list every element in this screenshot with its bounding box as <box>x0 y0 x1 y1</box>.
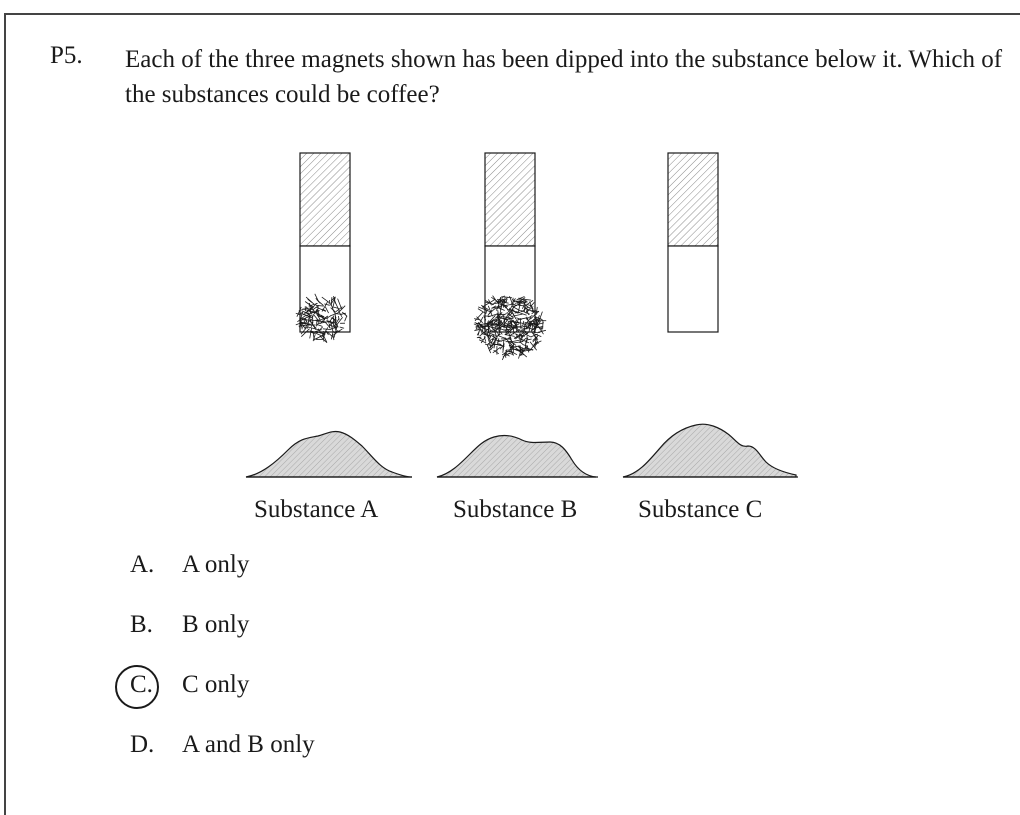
choice-text: C only <box>182 671 249 698</box>
magnet-a <box>300 153 350 332</box>
substance-label-c: Substance C <box>638 496 762 524</box>
choice-letter: A. <box>130 551 182 579</box>
choice-letter: C. <box>130 671 182 699</box>
iron-filing <box>513 342 523 344</box>
substance-label-b: Substance B <box>453 496 577 524</box>
iron-filing <box>479 317 483 324</box>
iron-filing <box>339 316 340 320</box>
magnet-c <box>668 153 718 332</box>
magnets-figure <box>0 0 1020 776</box>
substance-pile-c <box>623 424 796 477</box>
choice-text: A and B only <box>182 731 315 758</box>
choice-b[interactable]: B.B only <box>130 611 249 639</box>
iron-filing <box>506 327 516 328</box>
substance-pile-b <box>437 436 596 477</box>
magnet-b <box>485 153 535 332</box>
iron-filing <box>477 337 481 338</box>
choice-letter: D. <box>130 731 182 759</box>
iron-filing <box>528 339 532 340</box>
substance-label-a: Substance A <box>254 496 378 524</box>
substance-pile-a <box>246 431 412 477</box>
choice-text: B only <box>182 611 249 638</box>
iron-filing <box>499 336 506 339</box>
choice-letter: B. <box>130 611 182 639</box>
choice-text: A only <box>182 551 249 578</box>
choice-a[interactable]: A.A only <box>130 551 249 579</box>
choice-d[interactable]: D.A and B only <box>130 731 315 759</box>
iron-filing <box>535 340 536 348</box>
iron-filing <box>523 345 527 347</box>
choice-c[interactable]: C.C only <box>130 671 249 699</box>
